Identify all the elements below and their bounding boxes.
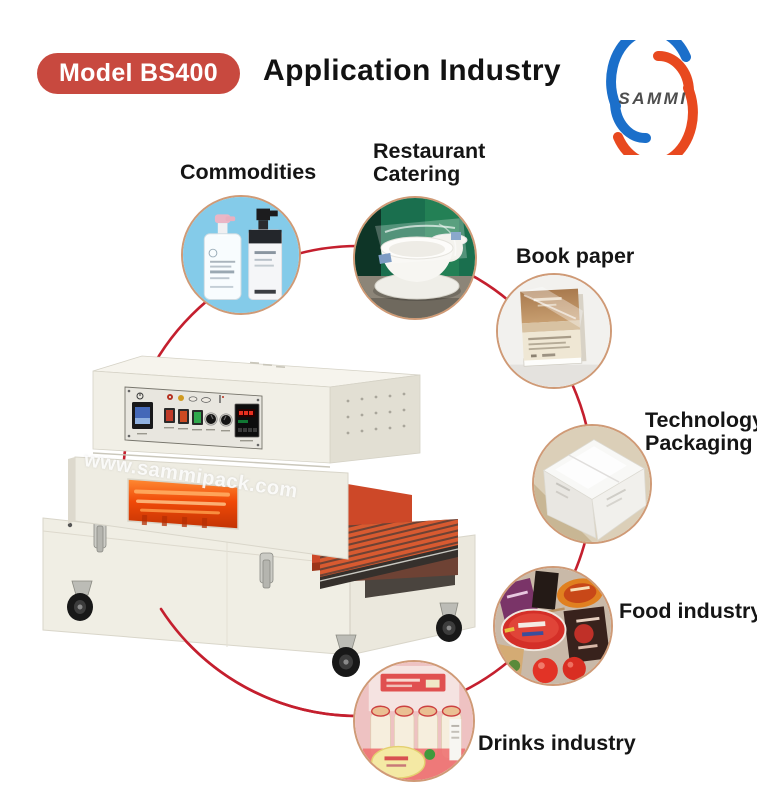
logo-arc-blue-top [606,40,691,111]
label-line: Packaging [645,431,753,455]
logo-arc-blue-bottom [610,98,651,143]
wrapped-book [520,286,587,367]
app-label-food-industry: Food industry [619,600,757,623]
yogurt-drink-pack [362,665,466,780]
temperature-controller [234,403,260,438]
label-line: Food industry [619,599,757,623]
latch-clasps [93,519,274,589]
label-line: Technology [645,408,757,432]
sanitizer-bottles [203,208,283,300]
model-badge: Model BS400 [37,53,240,94]
app-photo-drinks [353,660,475,782]
app-photo-technology [532,424,652,544]
indicator-icons [136,392,224,403]
page-title: Application Industry [263,54,562,87]
app-label-technology-packaging: Technology Packaging [645,409,757,455]
bolt [67,522,73,528]
shrink-machine-illustration [42,355,476,677]
label-line: Restaurant [373,139,486,163]
caption-dashes [137,427,253,442]
wrapped-bowls [373,218,468,301]
sammi-logo: SAMMI [606,40,698,155]
label-line: Drinks industry [478,731,636,755]
app-label-restaurant-catering: Restaurant Catering [373,140,485,186]
label-line: Commodities [180,160,317,184]
label-line: Catering [373,162,461,186]
app-photo-restaurant [353,196,477,320]
app-label-drinks-industry: Drinks industry [478,732,636,755]
control-panel [124,386,263,450]
label-line: Book paper [516,244,635,268]
app-label-book-paper: Book paper [516,245,634,268]
vent-marks [249,361,286,368]
logo-arc-red-bottom [613,83,698,155]
rocker-switches [164,408,203,425]
control-knobs [204,412,233,427]
logo-text: SAMMI [618,89,687,108]
tunnel-section [68,452,349,560]
tunnel-window [127,478,239,530]
perforation-grid [346,392,406,435]
display-screen [132,402,153,429]
app-label-commodities: Commodities [180,161,316,184]
app-photo-book [496,273,612,389]
app-photo-food [493,566,613,686]
app-photo-commodities [181,195,301,315]
control-box [92,355,421,464]
